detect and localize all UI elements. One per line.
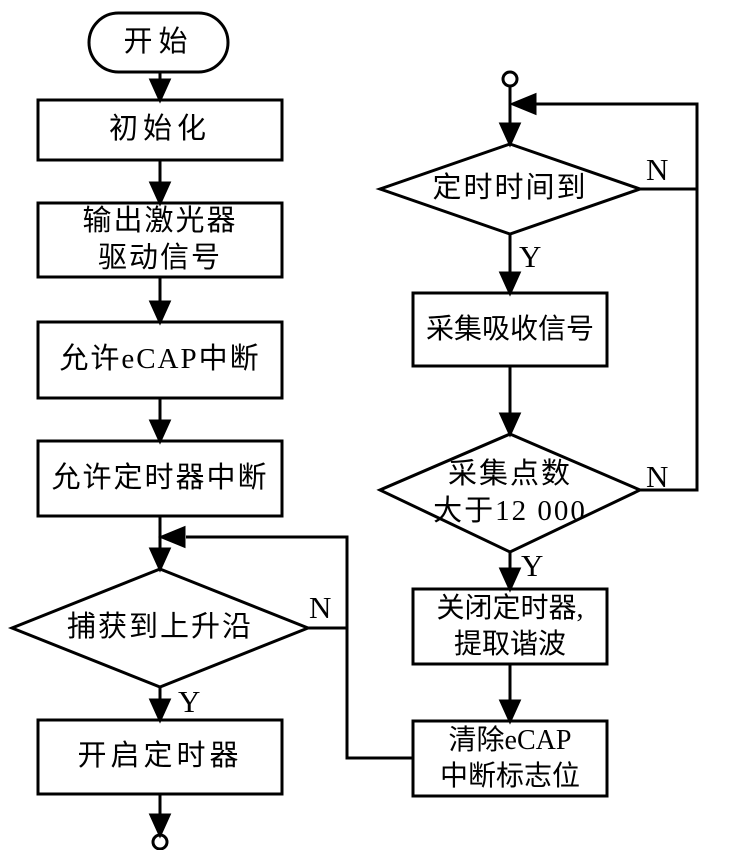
start-timer-label: 开启定时器 [77, 740, 243, 773]
arrowhead [148, 181, 172, 207]
close-timer-label: 关闭定时器, 提取谐波 [413, 589, 607, 664]
laser-label-line2: 驱动信号 [97, 242, 222, 274]
laser-label: 输出激光器 驱动信号 [38, 203, 282, 277]
arrowhead-left [158, 525, 186, 549]
close-timer-line2: 提取谐波 [453, 628, 566, 660]
clear-flag-line1: 清除eCAP [448, 724, 572, 756]
capture-decision-label: 捕获到上升沿 [66, 611, 253, 644]
points-no-label: N [646, 459, 669, 494]
arrowhead [148, 813, 172, 839]
arrowhead [498, 412, 522, 438]
arrowhead [148, 547, 172, 573]
collect-label: 采集吸收信号 [425, 313, 594, 345]
clear-flag-label: 清除eCAP 中断标志位 [413, 721, 607, 796]
start-label: 开始 [123, 25, 194, 58]
arrowhead [148, 78, 172, 104]
ecap-enable-label: 允许eCAP中断 [59, 343, 261, 376]
capture-yes-label: Y [178, 684, 201, 719]
timing-decision-label: 定时时间到 [432, 172, 588, 205]
arrowhead [498, 122, 522, 148]
points-decision-line2: 大于12 000 [433, 495, 587, 527]
left-column-edges [148, 72, 172, 839]
arrowhead-left [509, 92, 537, 116]
arrowhead [148, 698, 172, 724]
points-decision-label: 采集点数 大于12 000 [380, 434, 640, 552]
arrowhead [148, 300, 172, 326]
arrowhead [498, 699, 522, 725]
close-timer-line1: 关闭定时器, [436, 592, 584, 624]
timing-yes-label: Y [519, 239, 542, 274]
right-feedback-edges [509, 92, 699, 492]
arrowhead [498, 271, 522, 297]
timing-no-label: N [646, 152, 669, 187]
init-label: 初始化 [108, 113, 211, 146]
laser-label-line1: 输出激光器 [82, 204, 238, 237]
points-yes-label: Y [521, 548, 544, 583]
clear-flag-line2: 中断标志位 [439, 760, 580, 792]
capture-no-label: N [309, 590, 332, 625]
offpage-connector-top-circle [501, 70, 519, 88]
points-decision-line1: 采集点数 [447, 457, 572, 490]
arrowhead [148, 419, 172, 445]
left-feedback-edges [158, 525, 413, 760]
right-column-edges [498, 86, 522, 725]
timer-enable-label: 允许定时器中断 [51, 461, 269, 494]
arrowhead [498, 567, 522, 593]
